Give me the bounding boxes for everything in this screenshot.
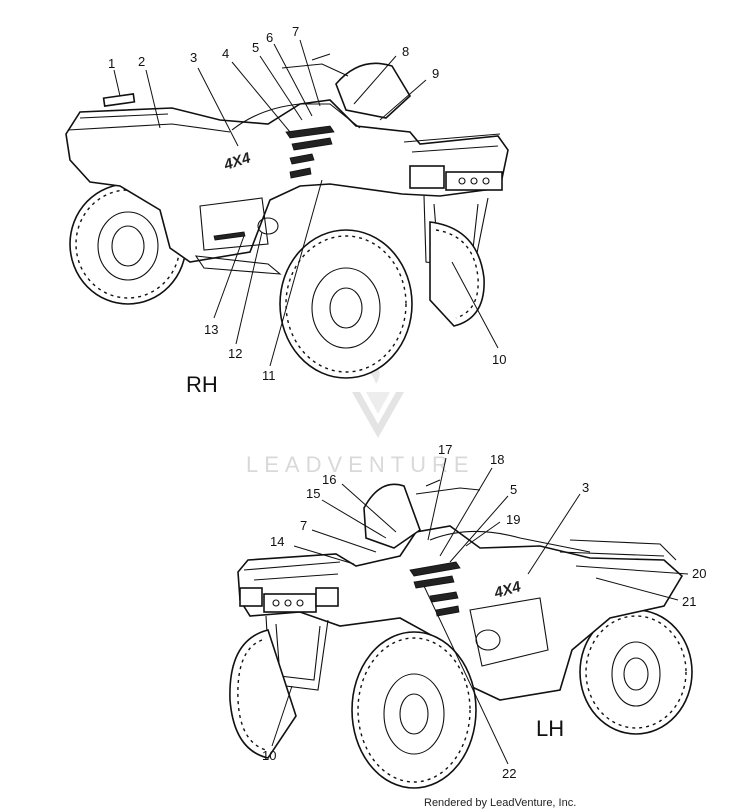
rh-callout-5: 5 xyxy=(252,40,259,55)
lh-callout-22: 22 xyxy=(502,766,516,781)
rh-callout-8: 8 xyxy=(402,44,409,59)
lh-callout-10: 10 xyxy=(262,748,276,763)
lh-callout-5: 5 xyxy=(510,482,517,497)
lh-callout-14: 14 xyxy=(270,534,284,549)
lh-callout-20: 20 xyxy=(692,566,706,581)
lh-callout-16: 16 xyxy=(322,472,336,487)
atv-right-hand-view: 4X4 xyxy=(65,53,509,379)
atv-left-hand-view: 4X4 xyxy=(229,479,693,789)
rh-callout-12: 12 xyxy=(228,346,242,361)
lh-callout-17: 17 xyxy=(438,442,452,457)
rh-callouts: 1 2 3 4 5 6 7 8 9 10 11 12 13 xyxy=(108,24,506,383)
rh-callout-10: 10 xyxy=(492,352,506,367)
rh-callout-7: 7 xyxy=(292,24,299,39)
rh-callout-11: 11 xyxy=(262,368,276,383)
rh-rear-grab-handle xyxy=(102,93,136,107)
rh-front-wheel xyxy=(279,229,413,379)
rh-callout-1: 1 xyxy=(108,56,115,71)
rh-footwell xyxy=(194,255,282,275)
watermark-text: LEADVENTURE xyxy=(246,452,475,477)
rh-callout-9: 9 xyxy=(432,66,439,81)
lh-rear-wheel xyxy=(579,609,693,735)
lh-callout-18: 18 xyxy=(490,452,504,467)
lh-callout-19: 19 xyxy=(506,512,520,527)
lh-far-front-wheel xyxy=(229,629,297,759)
rh-body xyxy=(65,99,509,263)
lh-fuel-tank xyxy=(363,483,421,549)
lh-callout-21: 21 xyxy=(682,594,696,609)
lh-callout-7: 7 xyxy=(300,518,307,533)
lh-leader-lines xyxy=(271,457,689,765)
lh-front-wheel xyxy=(351,631,477,789)
rh-fuel-tank xyxy=(335,62,412,119)
rh-callout-6: 6 xyxy=(266,30,273,45)
lh-headlight xyxy=(315,587,339,607)
rh-headlight xyxy=(409,165,445,189)
lh-callout-15: 15 xyxy=(306,486,320,501)
lh-callout-3: 3 xyxy=(582,480,589,495)
rh-callout-13: 13 xyxy=(204,322,218,337)
rh-callout-3: 3 xyxy=(190,50,197,65)
rh-far-front-wheel xyxy=(429,221,485,327)
view-label-lh: LH xyxy=(536,716,564,741)
lh-callouts: 17 18 5 16 15 3 19 7 14 20 21 10 22 xyxy=(262,442,706,781)
rh-callout-2: 2 xyxy=(138,54,145,69)
lh-body xyxy=(237,525,684,701)
view-label-rh: RH xyxy=(186,372,218,397)
rh-callout-4: 4 xyxy=(222,46,229,61)
render-credit: Rendered by LeadVenture, Inc. xyxy=(424,797,576,809)
rh-leader-lines xyxy=(113,39,499,367)
